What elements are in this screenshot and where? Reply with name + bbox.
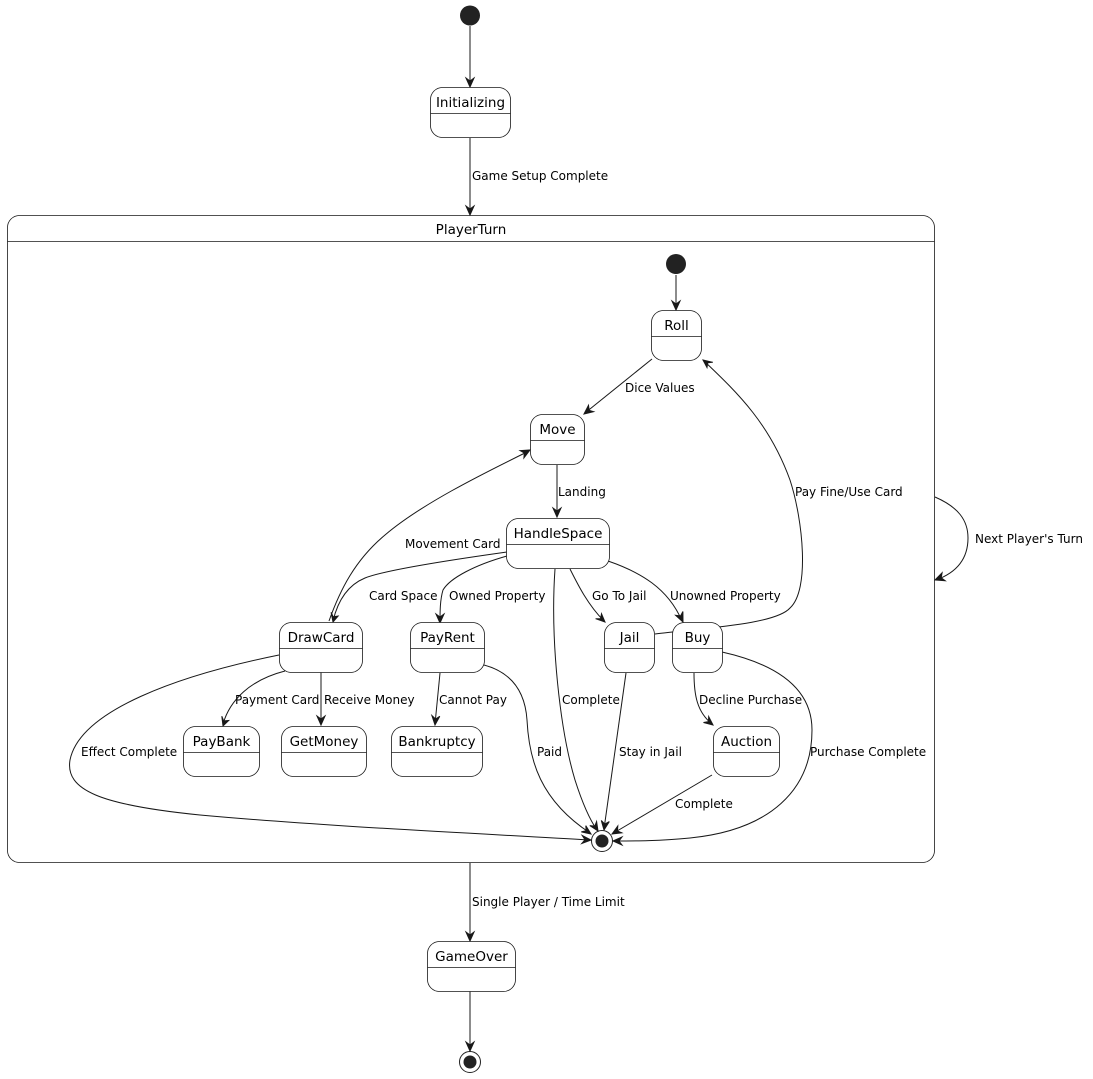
state-game-over: GameOver bbox=[427, 941, 516, 992]
label-complete: Complete bbox=[562, 693, 620, 707]
label-receive-money: Receive Money bbox=[324, 693, 415, 707]
state-pay-bank: PayBank bbox=[183, 726, 260, 777]
state-initializing-label: Initializing bbox=[436, 95, 505, 111]
state-handle-space-label: HandleSpace bbox=[514, 526, 603, 542]
label-owned-property: Owned Property bbox=[449, 589, 545, 603]
state-draw-card: DrawCard bbox=[279, 622, 363, 673]
transition-inner-start-roll bbox=[670, 275, 682, 312]
transition-unowned-property: Unowned Property bbox=[607, 560, 781, 624]
transition-effect-complete: Effect Complete bbox=[69, 654, 593, 845]
state-player-turn-title: PlayerTurn bbox=[436, 222, 507, 238]
transition-gameover-end bbox=[464, 991, 476, 1053]
transition-purchase-complete: Purchase Complete bbox=[611, 651, 926, 847]
state-roll: Roll bbox=[651, 310, 702, 361]
label-unowned-property: Unowned Property bbox=[670, 589, 781, 603]
state-auction: Auction bbox=[713, 726, 780, 777]
state-get-money: GetMoney bbox=[281, 726, 367, 777]
label-stay-in-jail: Stay in Jail bbox=[619, 745, 682, 759]
transition-start-initializing bbox=[464, 26, 476, 89]
label-effect-complete: Effect Complete bbox=[81, 745, 177, 759]
label-purchase-complete: Purchase Complete bbox=[810, 745, 926, 759]
label-single-player-time-limit: Single Player / Time Limit bbox=[472, 895, 625, 909]
state-buy-label: Buy bbox=[685, 630, 711, 646]
inner-final-state bbox=[591, 830, 613, 852]
label-landing: Landing bbox=[558, 485, 606, 499]
transition-paid: Paid bbox=[483, 664, 593, 835]
state-jail-label: Jail bbox=[619, 630, 640, 646]
state-player-turn: PlayerTurn bbox=[7, 215, 935, 863]
label-paid: Paid bbox=[537, 745, 562, 759]
state-pay-rent-label: PayRent bbox=[420, 630, 475, 646]
transition-pay-fine-use-card: Pay Fine/Use Card bbox=[654, 359, 903, 635]
state-buy: Buy bbox=[672, 622, 723, 673]
transition-complete-from-handlespace: Complete bbox=[553, 568, 620, 833]
transition-landing: Landing bbox=[551, 465, 606, 519]
inner-initial-pseudostate bbox=[666, 254, 686, 274]
state-get-money-label: GetMoney bbox=[290, 734, 359, 750]
transition-game-setup-complete: Game Setup Complete bbox=[464, 138, 608, 217]
state-pay-rent: PayRent bbox=[410, 622, 485, 673]
state-move-label: Move bbox=[539, 422, 575, 438]
transition-receive-money: Receive Money bbox=[315, 672, 415, 727]
label-auction-complete: Complete bbox=[675, 797, 733, 811]
label-card-space: Card Space bbox=[369, 589, 437, 603]
transition-single-player-time-limit: Single Player / Time Limit bbox=[464, 863, 625, 943]
transition-auction-complete: Complete bbox=[610, 774, 733, 835]
label-pay-fine-use-card: Pay Fine/Use Card bbox=[795, 485, 903, 499]
transition-movement-card: Movement Card bbox=[328, 449, 532, 622]
state-game-over-label: GameOver bbox=[435, 949, 508, 965]
label-movement-card: Movement Card bbox=[405, 537, 500, 551]
label-go-to-jail: Go To Jail bbox=[592, 589, 646, 603]
label-game-setup-complete: Game Setup Complete bbox=[472, 169, 608, 183]
final-state bbox=[459, 1051, 481, 1073]
label-dice-values: Dice Values bbox=[625, 381, 695, 395]
transition-go-to-jail: Go To Jail bbox=[569, 568, 646, 623]
label-decline-purchase: Decline Purchase bbox=[699, 693, 802, 707]
state-roll-label: Roll bbox=[664, 318, 689, 334]
state-bankruptcy: Bankruptcy bbox=[391, 726, 483, 777]
state-pay-bank-label: PayBank bbox=[193, 734, 251, 750]
state-handle-space: HandleSpace bbox=[506, 518, 610, 569]
transition-next-players-turn: Next Player's Turn bbox=[933, 496, 1083, 582]
label-payment-card: Payment Card bbox=[235, 693, 319, 707]
state-bankruptcy-label: Bankruptcy bbox=[398, 734, 475, 750]
transition-decline-purchase: Decline Purchase bbox=[693, 672, 802, 726]
transition-card-space: Card Space bbox=[330, 551, 508, 624]
transition-owned-property: Owned Property bbox=[434, 555, 545, 625]
transition-payment-card: Payment Card bbox=[221, 670, 319, 728]
initial-pseudostate bbox=[460, 5, 480, 26]
label-next-players-turn: Next Player's Turn bbox=[975, 532, 1083, 546]
transition-cannot-pay: Cannot Pay bbox=[430, 672, 507, 727]
transition-dice-values: Dice Values bbox=[583, 358, 695, 415]
state-initializing: Initializing bbox=[430, 87, 511, 138]
transition-stay-in-jail: Stay in Jail bbox=[600, 672, 682, 832]
label-cannot-pay: Cannot Pay bbox=[439, 693, 507, 707]
state-move: Move bbox=[530, 414, 585, 465]
state-draw-card-label: DrawCard bbox=[288, 630, 355, 646]
state-jail: Jail bbox=[604, 622, 655, 673]
state-auction-label: Auction bbox=[721, 734, 772, 750]
